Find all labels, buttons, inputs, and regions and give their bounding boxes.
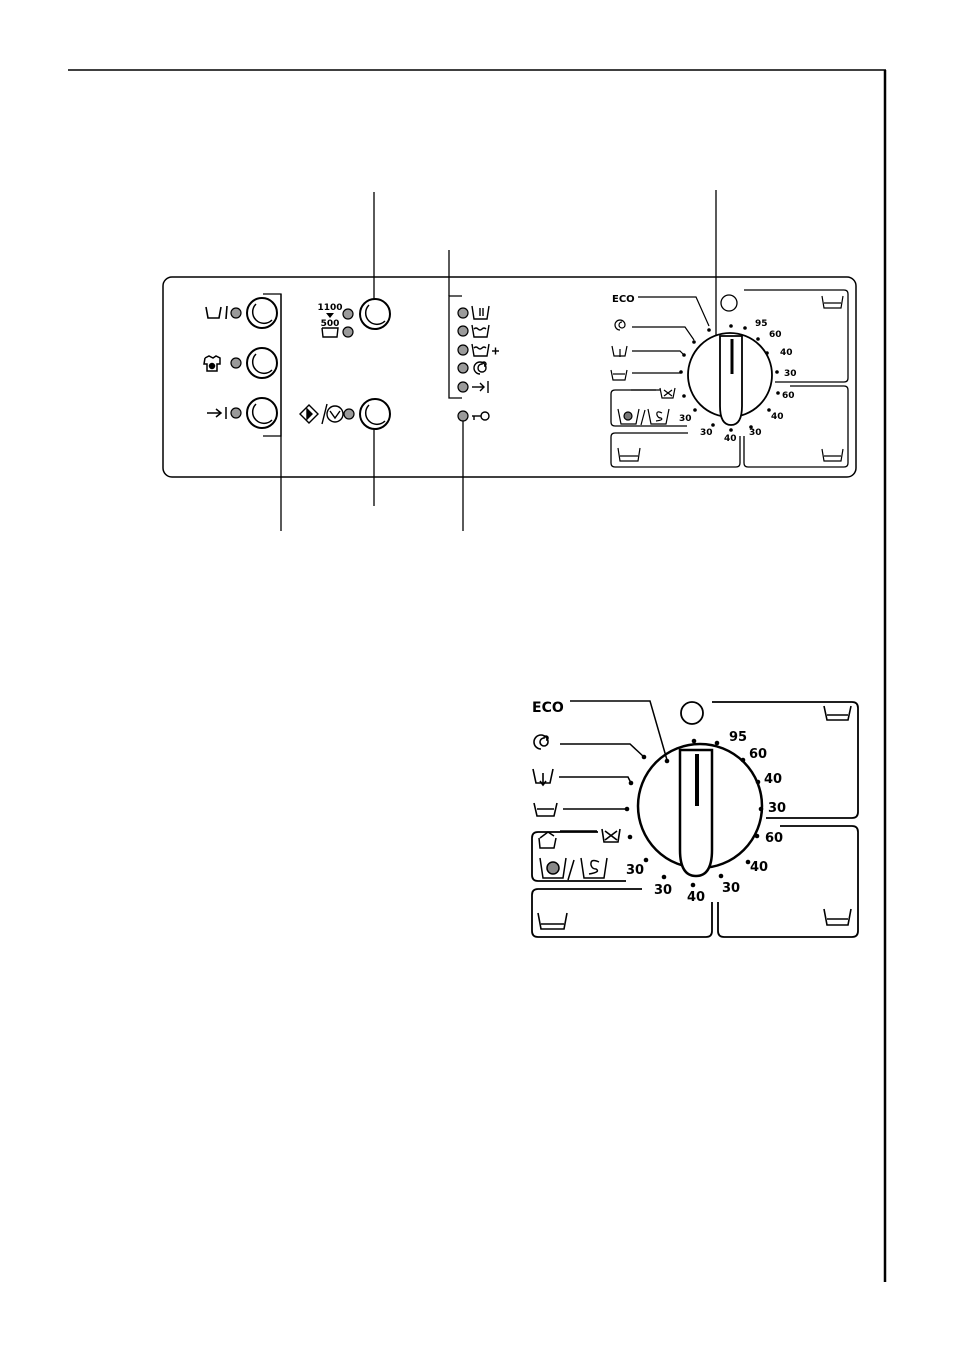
stain-button-group[interactable] — [204, 348, 277, 378]
temp-label: 30 — [784, 369, 797, 379]
time-saving-button-group[interactable] — [207, 398, 277, 428]
temp-label: 30 — [749, 428, 762, 438]
rinse-led — [458, 326, 468, 336]
temp-label: 60 — [749, 747, 767, 762]
eco-label: ECO — [612, 294, 635, 305]
cotton-tub-icon — [538, 913, 567, 929]
spin-speed-led — [343, 309, 353, 319]
time-saving-icon — [207, 407, 226, 419]
no-spin-led — [343, 327, 353, 337]
end-icon — [472, 381, 488, 393]
spin-icon — [615, 320, 625, 330]
delicates-icon — [660, 388, 675, 398]
spin-speed-high-label: 1100 — [317, 303, 342, 313]
time-saving-led — [231, 408, 241, 418]
end-led — [458, 382, 468, 392]
prewash-button-group[interactable] — [206, 298, 277, 328]
synthetics-tub-icon — [822, 296, 843, 461]
prewash-icon — [206, 306, 227, 319]
detail-eco-label: ECO — [532, 700, 564, 716]
door-lock-led — [458, 411, 468, 421]
wool-icon — [618, 409, 645, 425]
spin-icon — [534, 735, 548, 749]
cotton-tub-icon — [618, 448, 640, 461]
start-pause-button-group[interactable] — [300, 399, 390, 429]
detail-indicator-light — [681, 702, 703, 724]
program-selector-detail[interactable]: 95 60 40 30 60 40 30 40 30 30 ECO — [532, 700, 858, 937]
temp-label: 40 — [687, 890, 705, 905]
temp-label: 40 — [780, 348, 793, 358]
program-selector-small[interactable]: 95 60 40 30 60 40 30 40 30 30 ECO — [611, 290, 848, 467]
wash-led — [458, 308, 468, 318]
no-spin-tub-icon — [322, 328, 338, 337]
temp-label: 40 — [750, 860, 768, 875]
program-indicator-light — [721, 295, 737, 311]
wool-icon — [540, 858, 574, 880]
prewash-led — [231, 308, 241, 318]
delicates-icon — [602, 829, 620, 842]
start-pause-icon — [300, 404, 343, 424]
temp-label: 95 — [729, 730, 747, 745]
drain-icon — [612, 346, 627, 357]
extra-rinse-led — [458, 345, 468, 355]
temp-label: 95 — [755, 319, 768, 329]
door-lock-icon — [472, 412, 489, 420]
callout-lines — [263, 190, 716, 531]
rinse-icon — [611, 370, 627, 380]
progress-indicator-leds — [458, 306, 499, 421]
temp-label: 40 — [771, 412, 784, 422]
spin-speed-button-group[interactable]: 1100 500 — [317, 299, 390, 337]
temp-label: 30 — [700, 428, 713, 438]
spin-speed-arrow-icon — [326, 313, 334, 318]
rinse-icon — [534, 803, 557, 816]
stain-led — [231, 358, 241, 368]
spin-icon — [474, 362, 486, 374]
drain-icon — [533, 769, 553, 785]
temp-label: 30 — [679, 414, 692, 424]
temp-label: 60 — [769, 330, 782, 340]
wash-phase-icon — [472, 306, 489, 319]
temp-label: 40 — [724, 434, 737, 444]
temp-label: 60 — [782, 391, 795, 401]
start-pause-led — [344, 409, 354, 419]
spin-phase-led — [458, 363, 468, 373]
stain-icon — [204, 356, 220, 371]
silk-icon — [648, 409, 669, 424]
temp-label: 60 — [765, 831, 783, 846]
control-panel: 1100 500 — [163, 190, 856, 531]
hand-wash-icon — [539, 832, 556, 848]
extra-rinse-icon — [472, 344, 499, 356]
rinse-icon — [472, 325, 489, 337]
temp-label: 30 — [722, 881, 740, 896]
temp-label: 30 — [654, 883, 672, 898]
silk-icon — [581, 858, 607, 878]
temp-label: 30 — [626, 863, 644, 878]
temp-label: 30 — [768, 801, 786, 816]
temp-label: 40 — [764, 772, 782, 787]
synthetics-tub-icon — [824, 706, 851, 925]
